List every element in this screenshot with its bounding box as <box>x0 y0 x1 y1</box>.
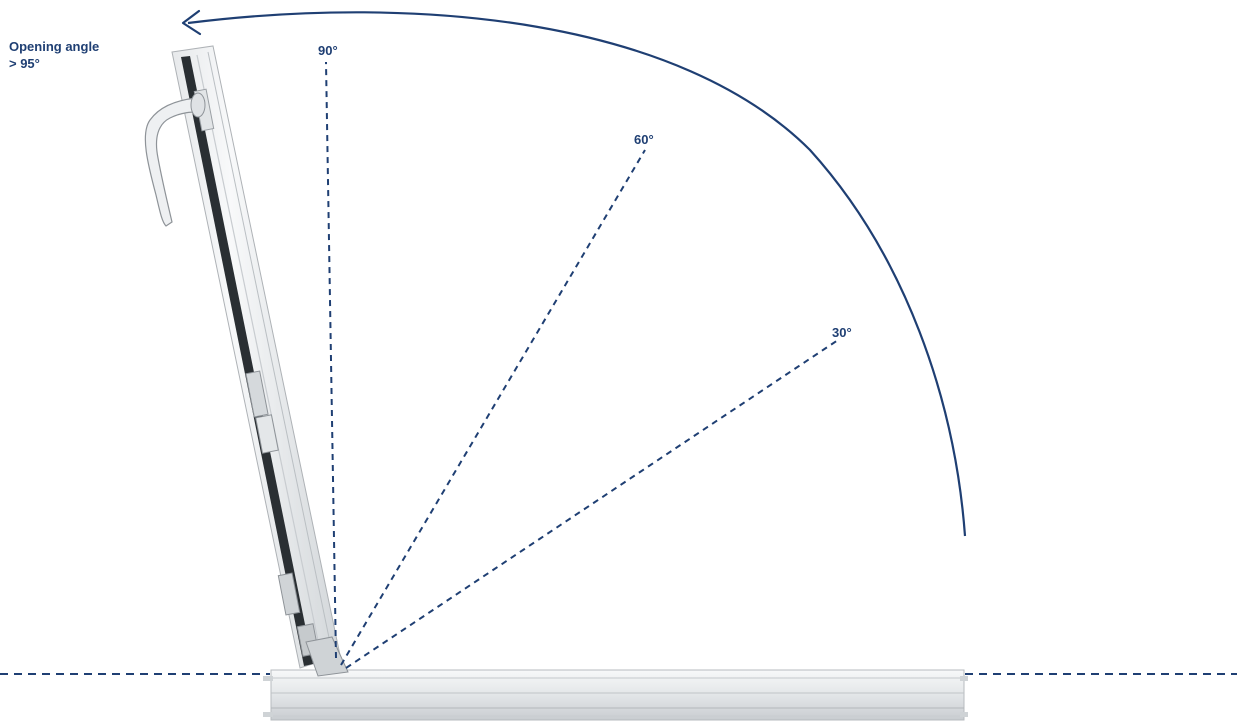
angle-line-30 <box>345 339 839 669</box>
angle-label-60: 60° <box>634 132 654 147</box>
arc-arrowhead-icon <box>181 9 202 36</box>
window-frame <box>263 669 968 721</box>
window-handle <box>144 92 206 227</box>
caption-line-2: > 95° <box>9 56 40 71</box>
opening-angle-caption: Opening angle > 95° <box>9 38 99 72</box>
angle-line-90 <box>325 61 337 659</box>
window-sash <box>171 45 349 677</box>
angle-label-90: 90° <box>318 43 338 58</box>
angle-line-60 <box>340 149 646 666</box>
opening-arc <box>187 11 967 537</box>
caption-line-1: Opening angle <box>9 39 100 54</box>
angle-label-30: 30° <box>832 325 852 340</box>
